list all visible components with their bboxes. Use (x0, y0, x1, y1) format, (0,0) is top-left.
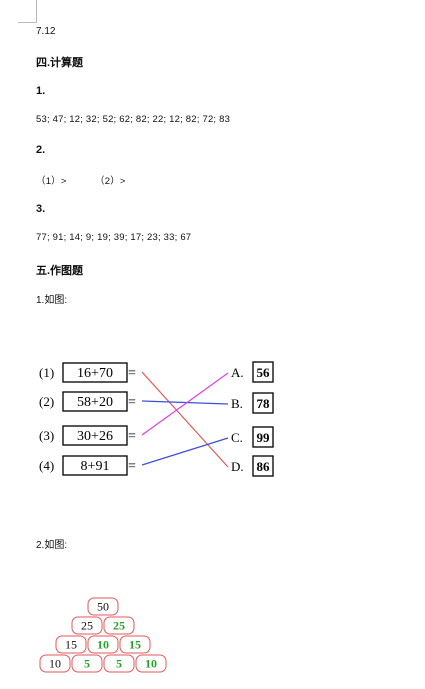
question-1-answers: 53; 47; 12; 32; 52; 62; 82; 22; 12; 82; … (36, 114, 231, 125)
pyramid-cell (87, 635, 119, 654)
answer-box (252, 361, 274, 383)
question-2-answers: （1）> （2）> (36, 176, 126, 187)
item-7-answer: 7.12 (36, 26, 56, 37)
answer-box (252, 426, 274, 448)
equals-sign: = (128, 459, 136, 474)
answer-letter: A. (231, 365, 244, 380)
pyramid-given-value: 15 (65, 638, 77, 652)
expression-text: 8+91 (81, 459, 110, 474)
pyramid-given-value: 10 (49, 657, 61, 671)
expression-text: 58+20 (77, 395, 113, 410)
page-corner-mark (18, 0, 37, 23)
pyramid-cell (71, 616, 103, 635)
connection-line (141, 372, 229, 436)
left-item-number: (3) (39, 428, 54, 443)
pyramid-answer-value: 5 (116, 657, 122, 671)
answer-box (252, 455, 274, 477)
expression-box (62, 391, 128, 412)
answer-value: 78 (257, 396, 271, 411)
pyramid-given-value: 50 (97, 600, 109, 614)
connection-line (141, 371, 229, 468)
pyramid-answer-value: 10 (145, 657, 157, 671)
pyramid-cell (103, 616, 135, 635)
left-item-number: (1) (39, 365, 54, 380)
matching-diagram: (1) 16+70 = (2) 58+20 = (3) 30+26 = (4) 8+91 = A. 56B… (39, 361, 274, 477)
pyramid-cell (87, 597, 119, 616)
answer-value: 99 (257, 430, 271, 445)
expression-text: 16+70 (77, 366, 113, 381)
section-5-heading: 五.作图题 (36, 265, 84, 277)
drawing-1-label: 1.如图: (36, 295, 68, 306)
equals-sign: = (128, 366, 136, 381)
connection-line (141, 400, 229, 405)
expression-box (62, 425, 128, 446)
answer-value: 86 (257, 459, 271, 474)
pyramid-cell (55, 635, 87, 654)
connection-line (141, 437, 229, 466)
question-3-answers: 77; 91; 14; 9; 19; 39; 17; 23; 33; 67 (36, 232, 192, 243)
pyramid-given-value: 25 (81, 619, 93, 633)
pyramid-cell (135, 654, 167, 673)
answer-letter: D. (231, 459, 244, 474)
pyramid-cell (71, 654, 103, 673)
pyramid-cell (103, 654, 135, 673)
pyramid-answer-value: 25 (113, 619, 125, 633)
section-4-heading: 四.计算题 (36, 57, 84, 69)
pyramid-cell (119, 635, 151, 654)
question-1-label: 1. (36, 85, 46, 97)
left-item-number: (4) (39, 458, 54, 473)
left-item-number: (2) (39, 394, 54, 409)
expression-box (62, 455, 128, 476)
answer-value: 56 (257, 365, 271, 380)
pyramid-answer-value: 15 (129, 638, 141, 652)
pyramid-answer-value: 10 (97, 638, 109, 652)
drawing-2-label: 2.如图: (36, 540, 68, 551)
expression-box (62, 362, 128, 383)
pyramid-answer-value: 5 (84, 657, 90, 671)
question-2-label: 2. (36, 144, 46, 156)
question-3-label: 3. (36, 203, 46, 215)
number-pyramid: 50 25 25 15 10 15 10 5 5 10 (39, 597, 167, 673)
expression-text: 30+26 (77, 429, 113, 444)
answer-box (252, 392, 274, 414)
answer-letter: C. (231, 430, 243, 445)
answer-letter: B. (231, 396, 243, 411)
equals-sign: = (128, 429, 136, 444)
equals-sign: = (128, 395, 136, 410)
pyramid-cell (39, 654, 71, 673)
